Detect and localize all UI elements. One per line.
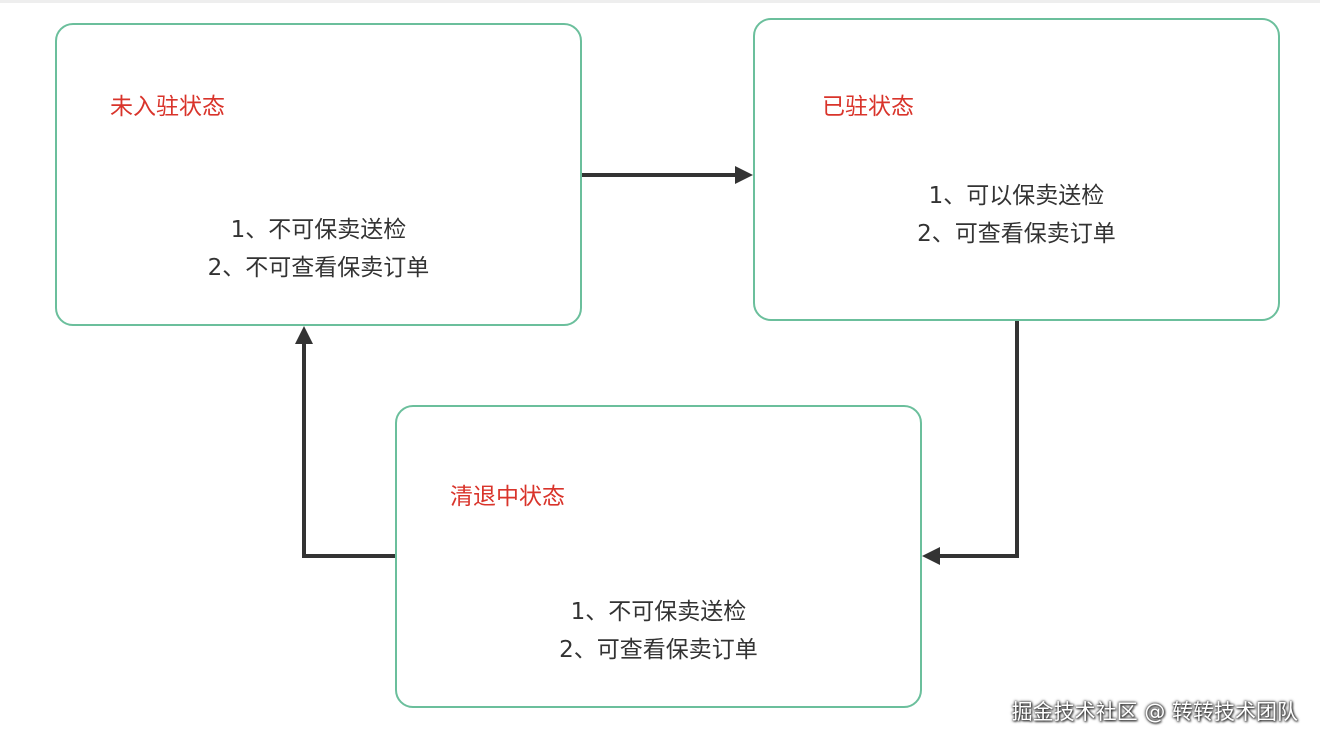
arrowhead-right-icon xyxy=(735,166,753,184)
state-title-clearing: 清退中状态 xyxy=(450,484,565,510)
state-line: 1、不可保卖送检 xyxy=(230,217,407,243)
watermark: 掘金技术社区 @ 转转技术团队 xyxy=(1011,700,1298,724)
arrowhead-left-icon xyxy=(922,547,940,565)
arrow-clearing-to-unsettled xyxy=(302,342,395,558)
state-line: 1、可以保卖送检 xyxy=(928,183,1105,209)
state-description-settled: 1、可以保卖送检 2、可查看保卖订单 xyxy=(755,177,1278,253)
top-border xyxy=(0,0,1320,3)
state-line: 2、不可查看保卖订单 xyxy=(207,255,430,281)
arrowhead-up-icon xyxy=(295,326,313,344)
state-box-clearing: 清退中状态 1、不可保卖送检 2、可查看保卖订单 xyxy=(395,405,922,708)
state-title-settled: 已驻状态 xyxy=(822,94,914,120)
state-box-unsettled: 未入驻状态 1、不可保卖送检 2、不可查看保卖订单 xyxy=(55,23,582,326)
state-box-settled: 已驻状态 1、可以保卖送检 2、可查看保卖订单 xyxy=(753,18,1280,321)
state-description-clearing: 1、不可保卖送检 2、可查看保卖订单 xyxy=(397,593,920,669)
arrow-settled-to-clearing xyxy=(940,321,1019,558)
state-title-unsettled: 未入驻状态 xyxy=(110,94,225,120)
state-line: 2、可查看保卖订单 xyxy=(559,637,758,663)
state-line: 2、可查看保卖订单 xyxy=(917,221,1116,247)
state-line: 1、不可保卖送检 xyxy=(570,599,747,625)
state-description-unsettled: 1、不可保卖送检 2、不可查看保卖订单 xyxy=(57,211,580,287)
